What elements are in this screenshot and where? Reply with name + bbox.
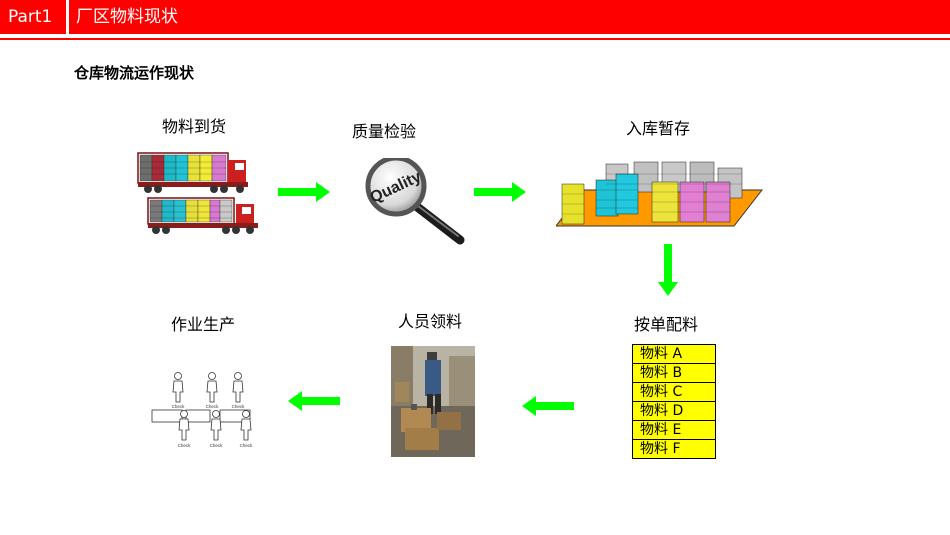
material-cell: 物料 D [632,401,716,421]
materials-table: 物料 A 物料 B 物料 C 物料 D 物料 E 物料 F [632,344,716,459]
header-bar: Part1 厂区物料现状 [0,0,950,34]
check-label: Check [232,404,246,409]
truck-icon [137,152,258,234]
check-label: Check [206,404,220,409]
material-cell: 物料 C [632,382,716,402]
material-cell: 物料 B [632,363,716,383]
arrow-left-2 [288,391,340,411]
header-separator [66,0,69,34]
arrow-right-1 [278,182,330,202]
arrow-right-2 [474,182,526,202]
header-divider [0,38,950,40]
workers-icon: Check Check Check Check Check Check [151,372,254,448]
header-title: 厂区物料现状 [76,7,178,27]
warehouse-storage-icon [556,161,764,227]
table-row: 物料 B [632,363,716,383]
warehouse-photo [391,346,475,457]
table-row: 物料 F [632,439,716,459]
step-label-picking: 按单配料 [634,315,699,334]
material-cell: 物料 F [632,439,716,459]
arrow-left-1 [522,396,574,416]
check-label: Check [240,443,254,448]
material-cell: 物料 E [632,420,716,440]
step-label-storage: 入库暂存 [626,119,691,138]
table-row: 物料 D [632,401,716,421]
step-label-collect: 人员领料 [398,312,463,331]
table-row: 物料 C [632,382,716,402]
check-label: Check [178,443,192,448]
step-label-arrival: 物料到货 [162,117,227,136]
part-label: Part1 [8,7,53,27]
check-label: Check [172,404,186,409]
step-label-inspection: 质量检验 [352,122,417,141]
material-cell: 物料 A [632,344,716,364]
check-label: Check [210,443,224,448]
arrow-down [658,244,678,296]
step-label-production: 作业生产 [171,315,236,334]
page-subtitle: 仓库物流运作现状 [74,64,195,82]
table-row: 物料 A [632,344,716,364]
magnifier-icon: Quality [365,158,465,245]
table-row: 物料 E [632,420,716,440]
